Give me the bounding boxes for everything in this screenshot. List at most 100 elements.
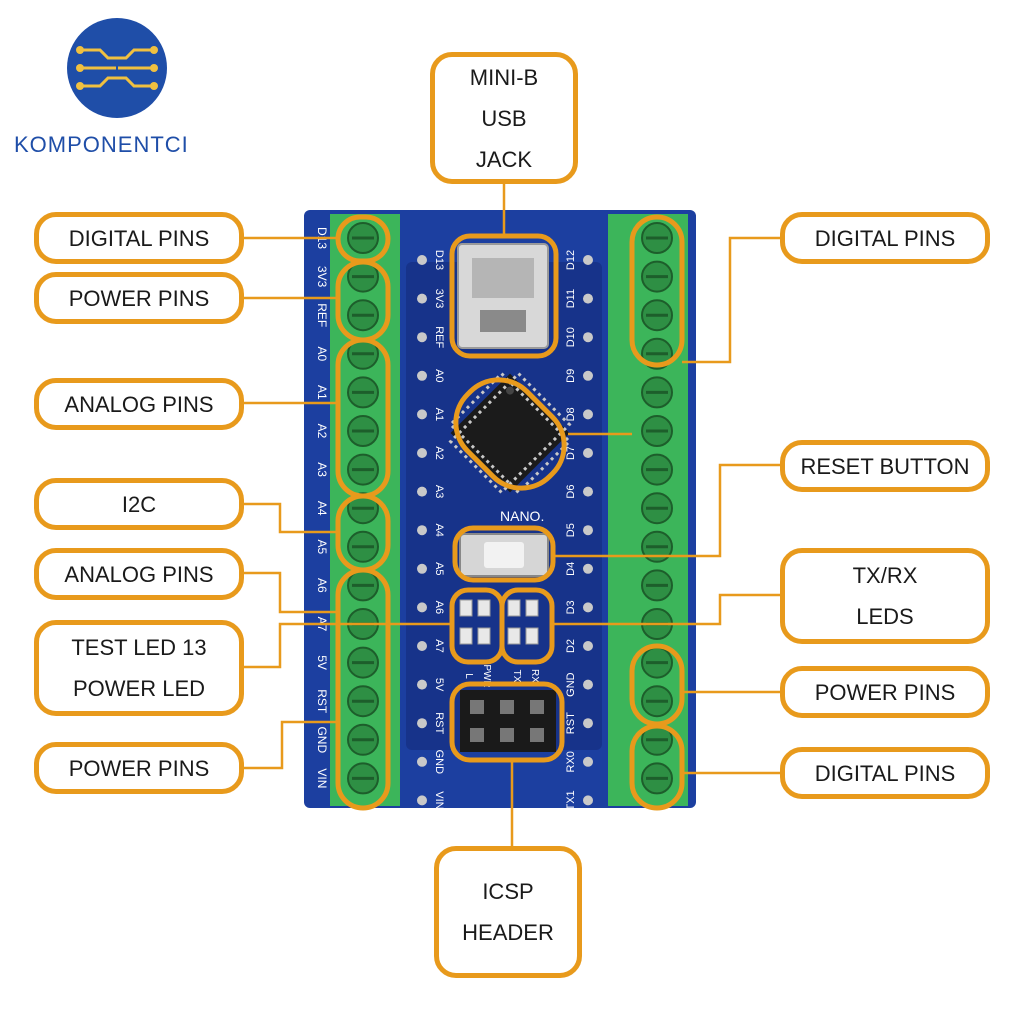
callout-test-led: TEST LED 13 POWER LED xyxy=(34,620,244,716)
header-pin xyxy=(417,563,427,574)
nano-pin-label: D12 xyxy=(565,250,577,270)
header-pin xyxy=(583,525,593,536)
terminal-pin-label: A0 xyxy=(315,346,329,361)
terminal-pin-label: VIN xyxy=(315,768,329,788)
callout-line: POWER PINS xyxy=(68,285,210,311)
nano-pin-label: VIN xyxy=(433,791,445,809)
callout-line: DIGITAL PINS xyxy=(68,225,210,251)
leader-lines xyxy=(243,182,780,848)
led-label: L xyxy=(463,673,474,679)
nano-pin-label: TX1 xyxy=(565,790,577,810)
callout-left-analog-pins-bottom: ANALOG PINS xyxy=(34,548,244,600)
terminal-pin-label: 3V3 xyxy=(315,266,329,288)
nano-pin-label: RST xyxy=(565,712,577,734)
terminal-pin-label: A4 xyxy=(315,501,329,516)
nano-pin-label: A0 xyxy=(433,369,445,382)
header-pin xyxy=(417,641,427,651)
callout-line: TX/RX xyxy=(852,563,918,588)
header-pin xyxy=(583,795,593,806)
nano-pin-label: REF xyxy=(433,326,445,348)
header-pin xyxy=(583,255,593,265)
led xyxy=(525,599,539,617)
callout-tx-rx-leds: TX/RX LEDS xyxy=(780,548,990,644)
callout-left-power-pins-top: POWER PINS xyxy=(34,272,244,324)
header-pin xyxy=(583,370,593,381)
nano-pin-label: D7 xyxy=(565,446,577,460)
callout-mini-usb-jack: MINI-B USB JACK xyxy=(430,52,578,184)
header-pin xyxy=(417,525,427,536)
icsp-header xyxy=(460,690,556,752)
header-pin xyxy=(417,602,427,613)
header-pin xyxy=(417,756,427,767)
led-label: TX xyxy=(511,670,522,683)
header-pin xyxy=(417,293,427,304)
led xyxy=(459,599,473,617)
header-pin xyxy=(417,795,427,806)
nano-pin-label: RST xyxy=(433,712,445,734)
callout-line: ANALOG PINS xyxy=(64,391,214,417)
header-pin xyxy=(417,679,427,690)
header-pin xyxy=(417,409,427,420)
nano-pin-label: RX0 xyxy=(565,751,577,772)
terminal-pin-label: A2 xyxy=(315,424,329,439)
callout-right-digital-pins-bottom: DIGITAL PINS xyxy=(780,747,990,799)
silkscreen-name: NANO. xyxy=(500,508,544,524)
nano-pin-label: D8 xyxy=(565,407,577,421)
nano-pin-label: D10 xyxy=(565,327,577,347)
callout-left-analog-pins-top: ANALOG PINS xyxy=(34,378,244,430)
callout-line: DIGITAL PINS xyxy=(814,225,956,251)
callout-line: JACK xyxy=(475,146,533,172)
callout-line: TEST LED 13 xyxy=(71,635,207,660)
callout-left-power-pins-bottom: POWER PINS xyxy=(34,742,244,794)
nano-pin-label: D5 xyxy=(565,523,577,537)
terminal-pin-label: A3 xyxy=(315,462,329,477)
callout-line: I2C xyxy=(121,491,157,517)
brand-name: KOMPONENTCI xyxy=(14,132,189,157)
led xyxy=(507,599,521,617)
nano-pin-label: A6 xyxy=(433,601,445,614)
header-pin xyxy=(583,409,593,420)
callout-icsp-header: ICSP HEADER xyxy=(434,846,582,978)
led xyxy=(477,599,491,617)
header-pin xyxy=(417,718,427,729)
nano-pin-label: D9 xyxy=(565,369,577,383)
callout-line: POWER LED xyxy=(72,676,206,701)
terminal-pin-label: A6 xyxy=(315,578,329,593)
header-pin xyxy=(417,370,427,381)
nano-pin-label: A4 xyxy=(433,523,445,536)
nano-pin-label: D2 xyxy=(565,639,577,653)
callout-line: ANALOG PINS xyxy=(64,561,214,587)
header-pin xyxy=(583,602,593,613)
callout-line: LEDS xyxy=(856,604,914,629)
nano-pin-label: A5 xyxy=(433,562,445,575)
mini-usb-jack xyxy=(457,243,549,349)
callout-line: MINI-B xyxy=(469,64,539,90)
header-pin xyxy=(583,486,593,497)
nano-pin-label: 5V xyxy=(433,678,445,692)
led-label: RX xyxy=(529,669,540,683)
nano-pin-label: A2 xyxy=(433,446,445,459)
callout-line: DIGITAL PINS xyxy=(814,760,956,786)
header-pin xyxy=(583,756,593,767)
header-pin xyxy=(417,486,427,497)
header-pin xyxy=(417,332,427,343)
callout-line: POWER PINS xyxy=(814,679,956,705)
nano-pin-label: D6 xyxy=(565,485,577,499)
callout-line: ICSP xyxy=(482,879,534,904)
terminal-pin-label: 5V xyxy=(315,655,329,670)
header-pin xyxy=(417,448,427,458)
nano-pin-label: D11 xyxy=(565,289,577,308)
reset-button xyxy=(459,533,549,577)
nano-pin-label: A3 xyxy=(433,485,445,498)
brand-logo xyxy=(67,18,167,118)
header-pin xyxy=(583,332,593,343)
header-pin xyxy=(417,255,427,265)
nano-pin-label: GND xyxy=(565,672,577,697)
nano-pin-label: D4 xyxy=(565,562,577,576)
